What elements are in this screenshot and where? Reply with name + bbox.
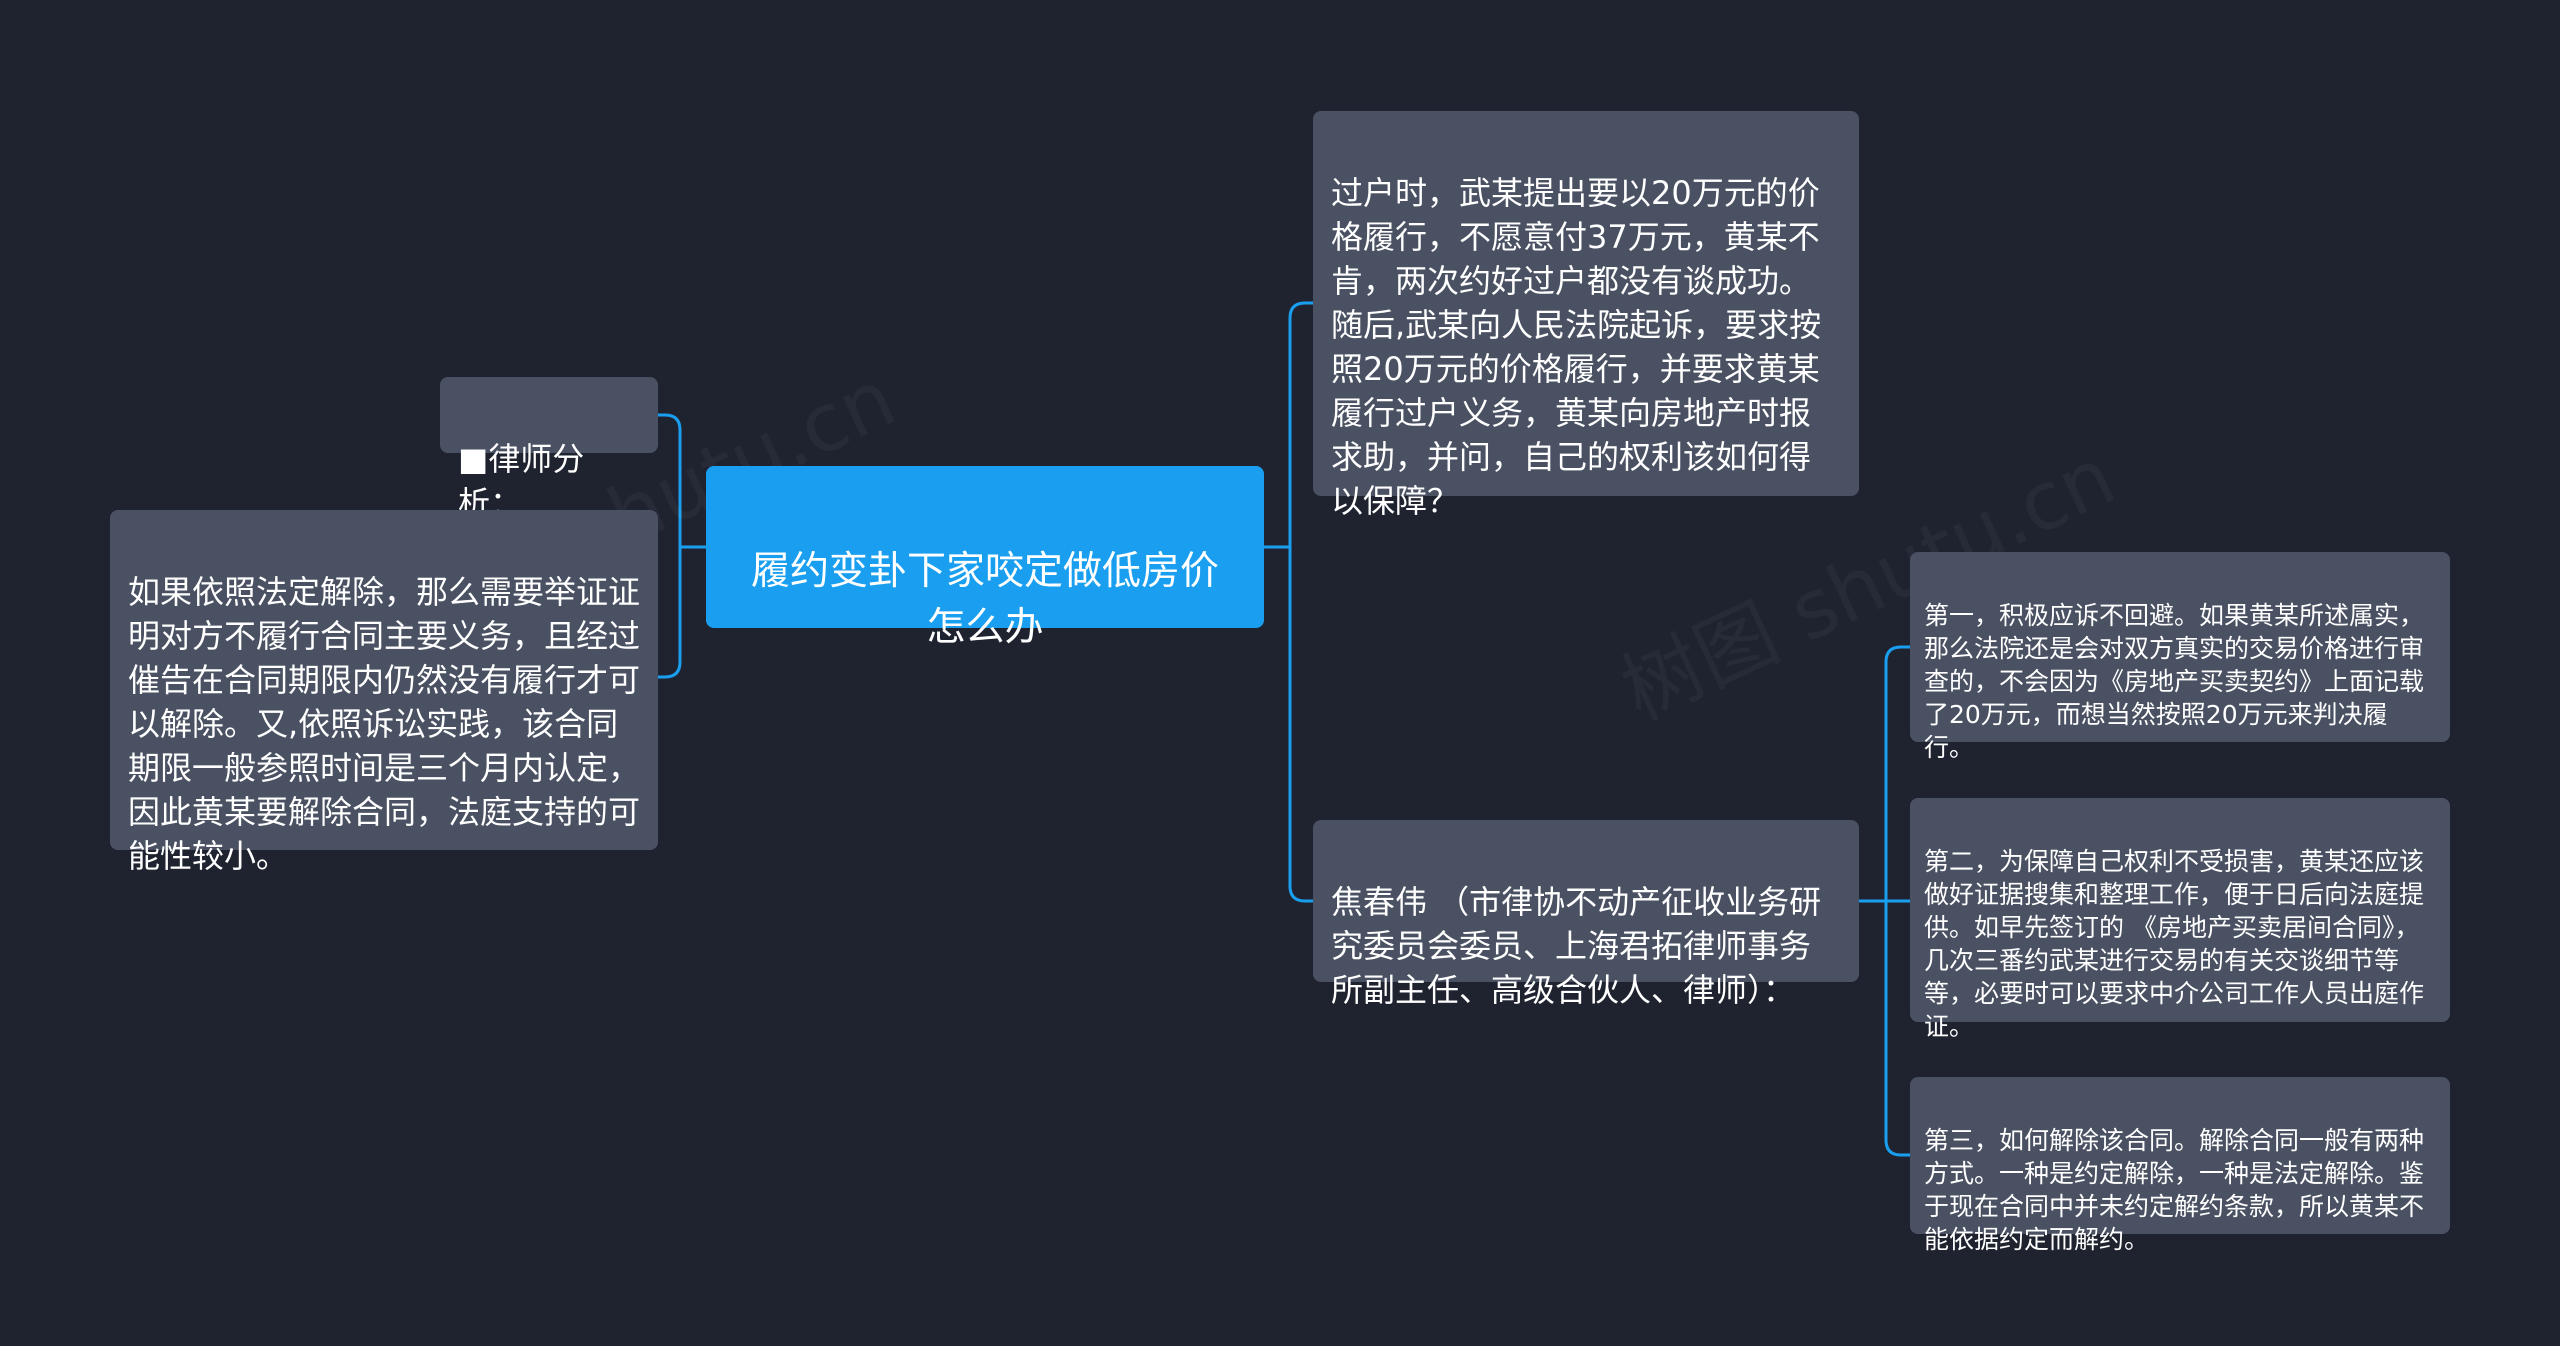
analysis-node[interactable]: 如果依照法定解除，那么需要举证证明对方不履行合同主要义务，且经过催告在合同期限内… [110,510,658,875]
edge-expert-point3 [1859,899,1910,1157]
point-text-1: 第一，积极应诉不回避。如果黄某所述属实，那么法院还是会对双方真实的交易价格进行审… [1924,601,2425,762]
point-text-2: 第二，为保障自己权利不受损害，黄某还应该做好证据搜集和整理工作，便于日后向法庭提… [1924,847,2425,1041]
edge-expert-point1 [1859,645,1910,903]
case-text: 过户时，武某提出要以20万元的价格履行，不愿意付37万元，黄某不肯，两次约好过户… [1331,174,1822,520]
point-node-3[interactable]: 第三，如何解除该合同。解除合同一般有两种方式。一种是约定解除，一种是法定解除。鉴… [1910,1077,2450,1254]
lawyer-analysis-label: ■律师分析： [458,440,585,522]
point-node-2[interactable]: 第二，为保障自己权利不受损害，黄某还应该做好证据搜集和整理工作，便于日后向法庭提… [1910,798,2450,1041]
root-node[interactable]: 履约变卦下家咬定做低房价怎么办 [706,466,1264,650]
point-text-3: 第三，如何解除该合同。解除合同一般有两种方式。一种是约定解除，一种是法定解除。鉴… [1924,1126,2425,1254]
case-node[interactable]: 过户时，武某提出要以20万元的价格履行，不愿意付37万元，黄某不肯，两次约好过户… [1313,111,1859,520]
edge-root-label [658,413,706,549]
analysis-text: 如果依照法定解除，那么需要举证证明对方不履行合同主要义务，且经过催告在合同期限内… [128,573,641,875]
edge-root-analysis [658,545,706,679]
expert-node[interactable]: 焦春伟 （市律协不动产征收业务研究委员会委员、上海君拓律师事务所副主任、高级合伙… [1313,820,1859,1009]
edge-root-case [1264,301,1313,549]
expert-text: 焦春伟 （市律协不动产征收业务研究委员会委员、上海君拓律师事务所副主任、高级合伙… [1331,883,1822,1009]
point-node-1[interactable]: 第一，积极应诉不回避。如果黄某所述属实，那么法院还是会对双方真实的交易价格进行审… [1910,552,2450,762]
lawyer-analysis-label-node[interactable]: ■律师分析： [440,377,658,522]
root-title: 履约变卦下家咬定做低房价怎么办 [750,549,1219,650]
edge-root-expert [1264,545,1313,903]
